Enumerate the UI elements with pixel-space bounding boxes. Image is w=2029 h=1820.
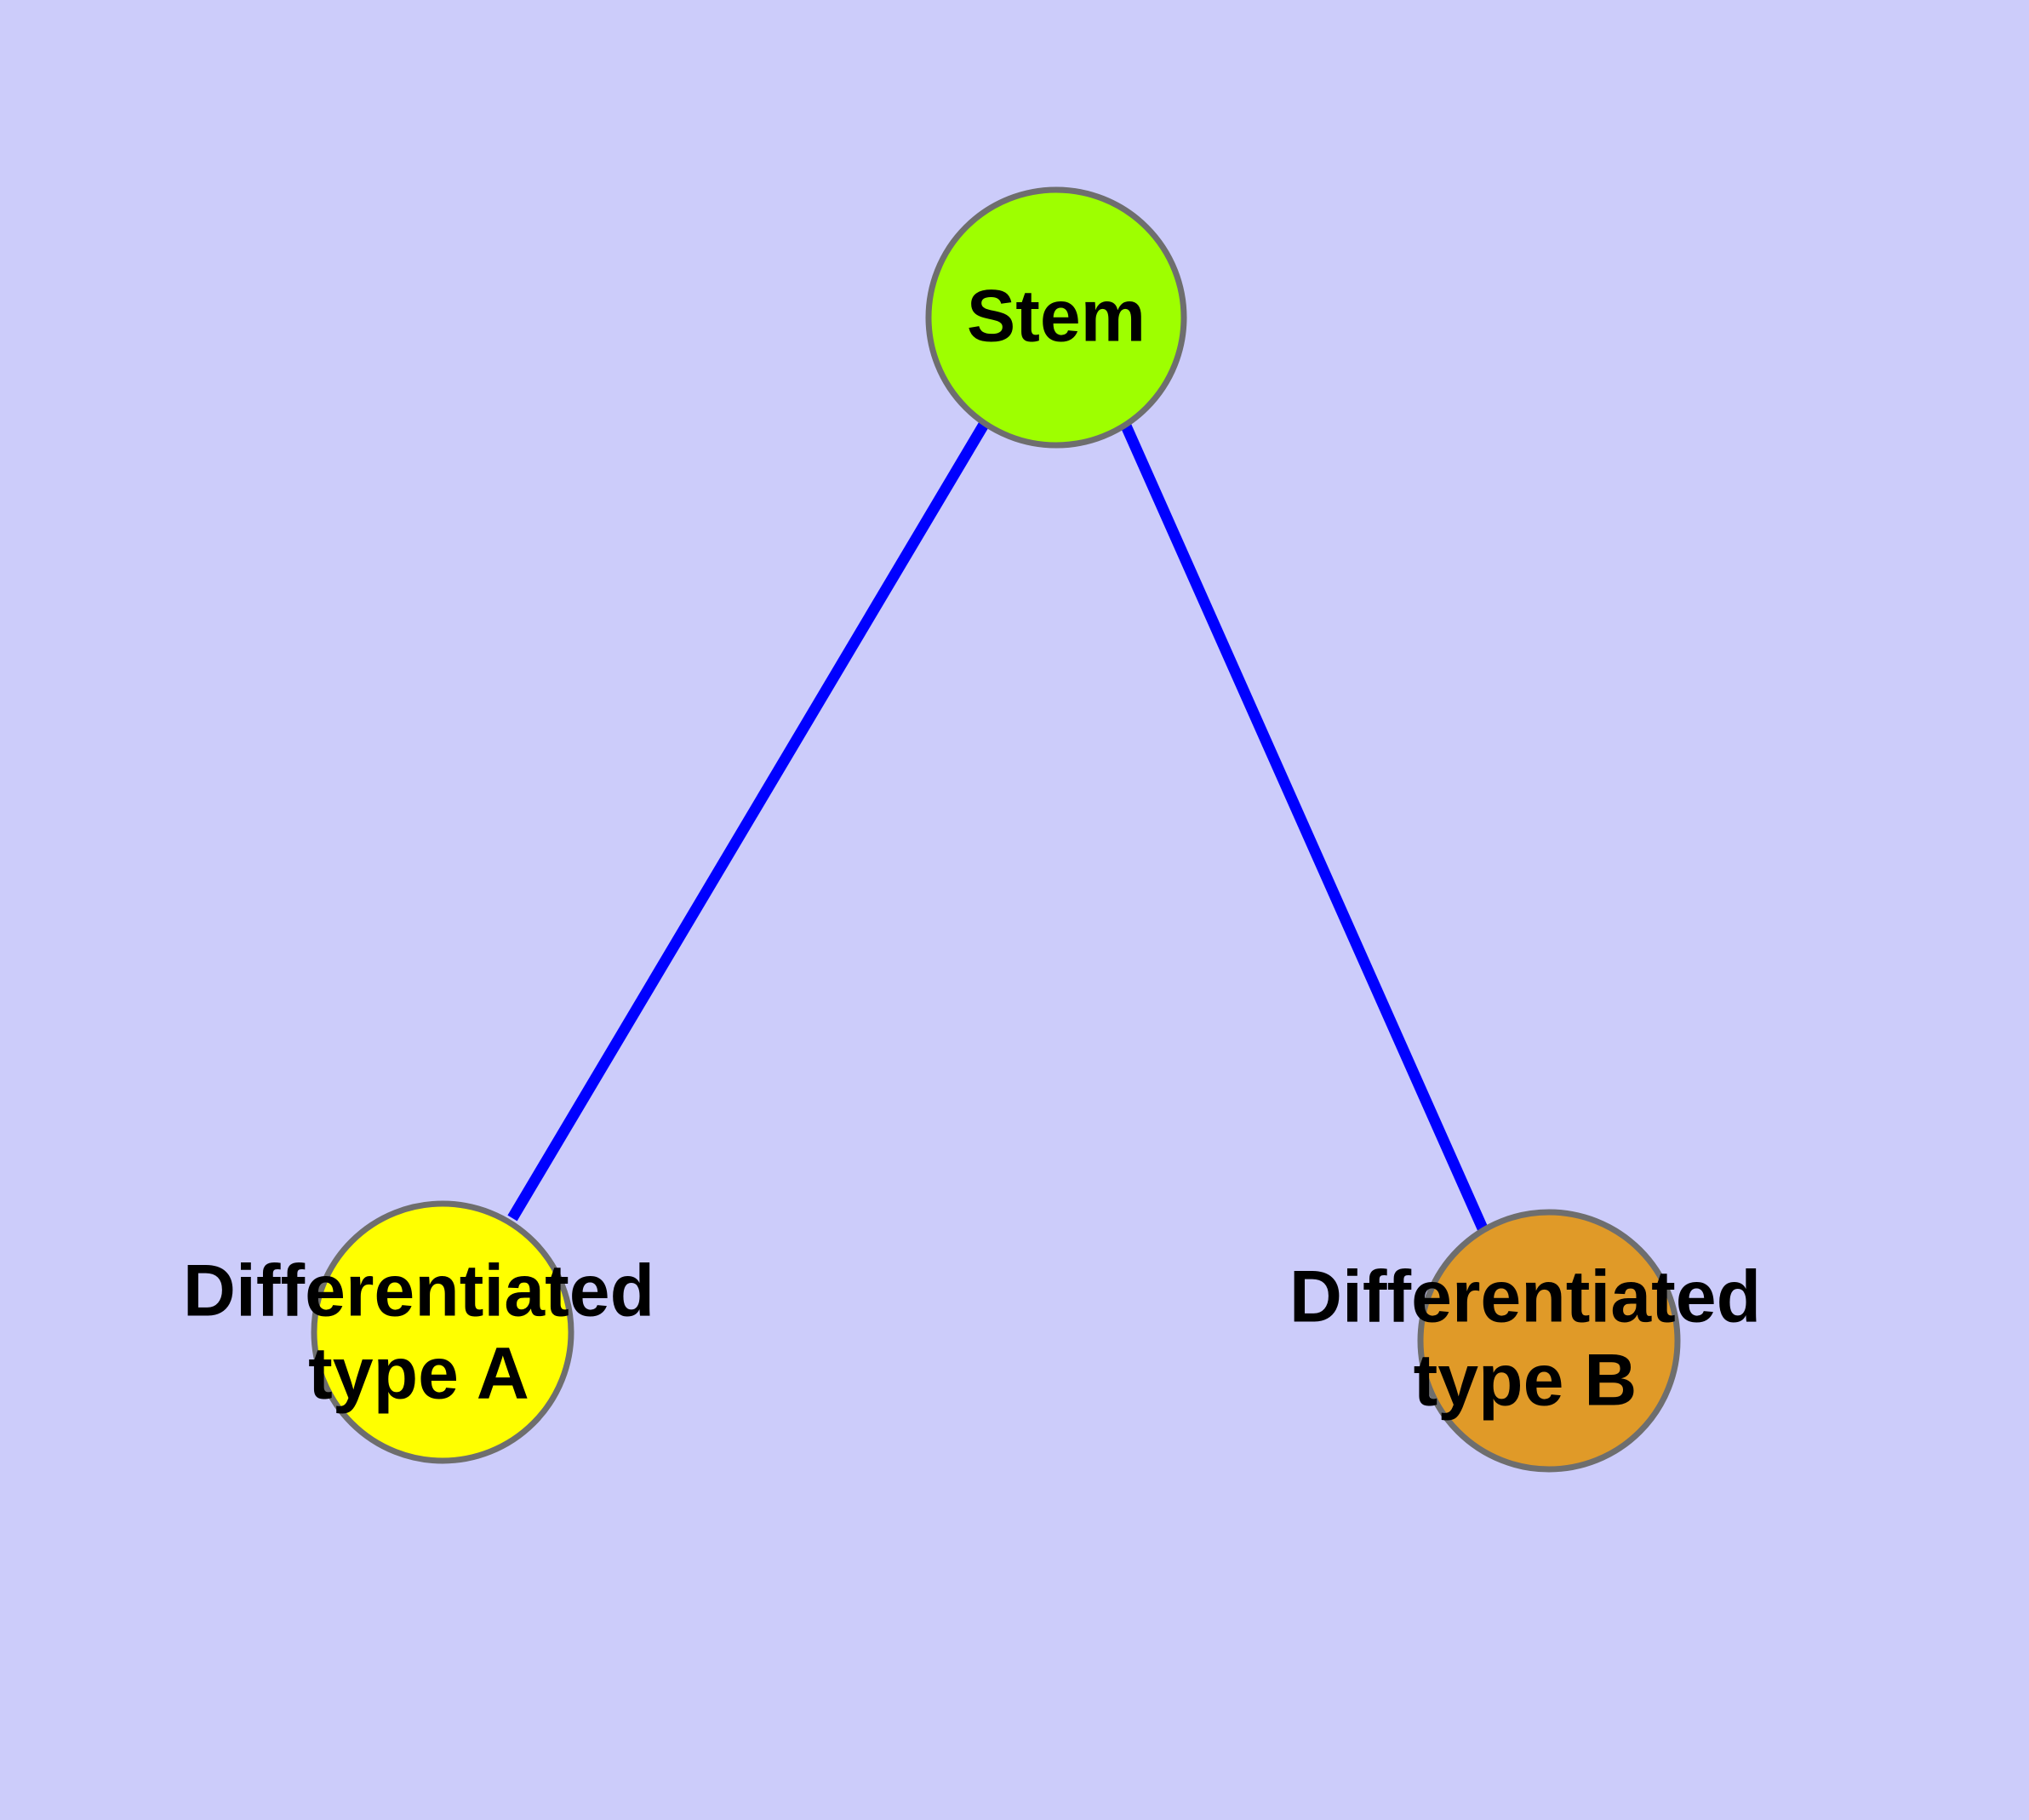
node-differentiated-type-a-circle[interactable] — [311, 1200, 574, 1464]
node-differentiated-type-b-label-line2: type B — [1414, 1340, 1637, 1422]
node-differentiated-type-a-label-line2: type A — [308, 1333, 529, 1415]
node-differentiated-type-a[interactable]: Differentiated type A — [183, 1200, 654, 1464]
node-differentiated-type-b-label-line1: Differentiated — [1289, 1256, 1761, 1338]
node-differentiated-type-a-label-line1: Differentiated — [183, 1251, 654, 1332]
node-differentiated-type-b[interactable]: Differentiated type B — [1289, 1209, 1761, 1473]
node-stem[interactable]: Stem — [925, 186, 1187, 449]
edge-stem-to-differentiated-type-b[interactable] — [1120, 421, 1488, 1231]
edge-stem-to-differentiated-type-a[interactable] — [507, 420, 990, 1222]
edge-group — [507, 420, 1488, 1231]
node-differentiated-type-b-circle[interactable] — [1417, 1209, 1681, 1473]
node-stem-label: Stem — [967, 276, 1146, 358]
node-stem-circle[interactable] — [925, 186, 1187, 449]
